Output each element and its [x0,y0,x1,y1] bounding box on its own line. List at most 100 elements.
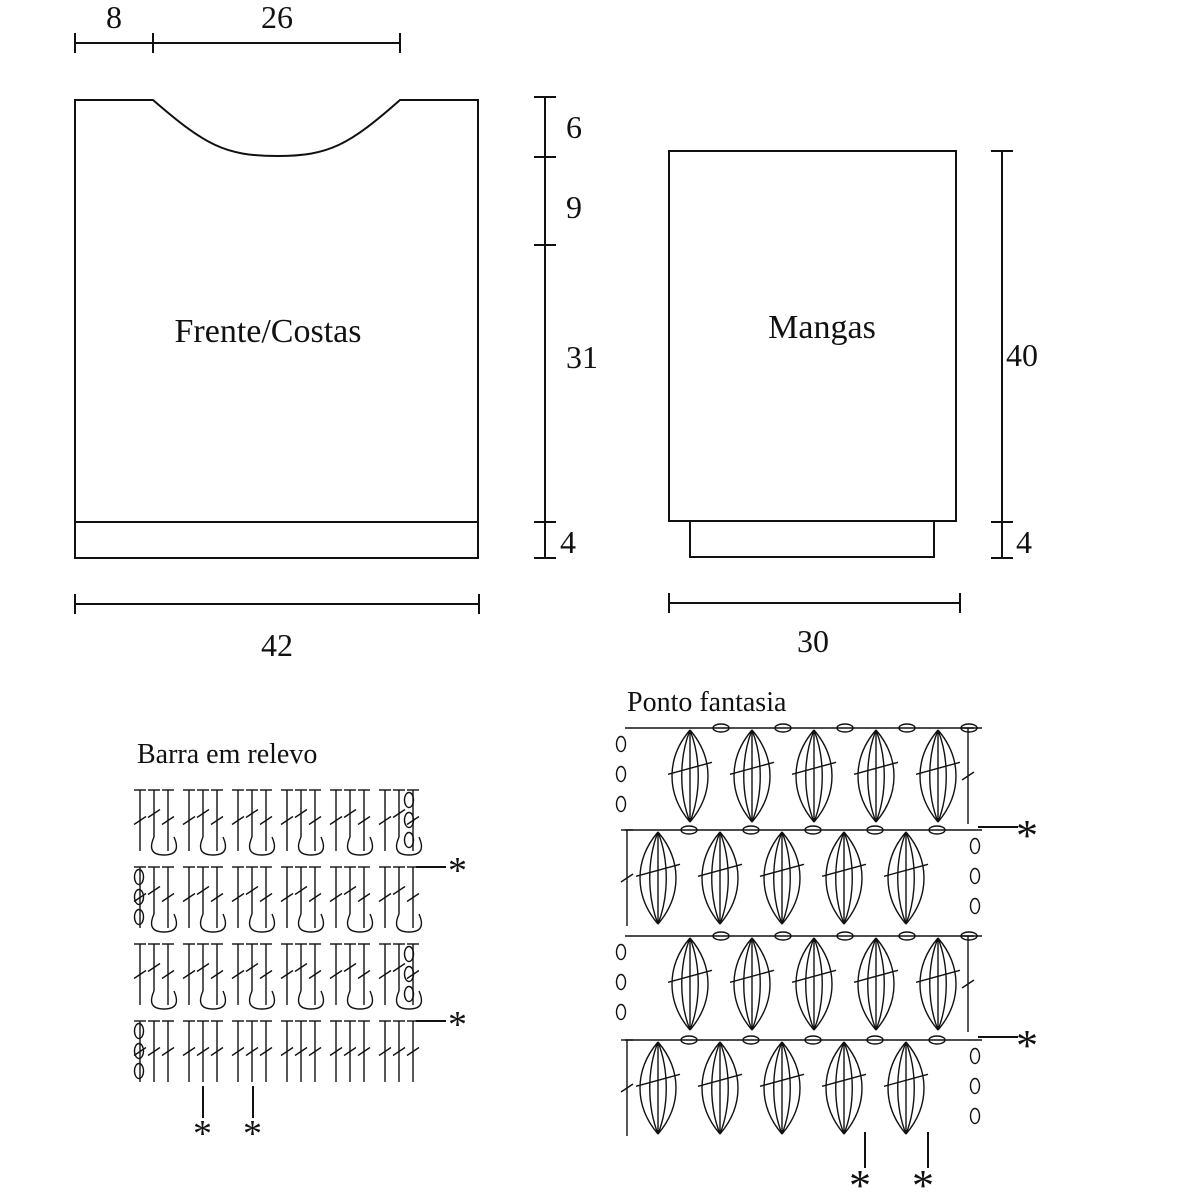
rib-dc-symbol [259,943,273,1005]
dc-slash [378,892,392,903]
edge-dc-symbol [620,1039,634,1136]
fancy-chart-row [615,931,982,1032]
rib-chart-row [133,943,423,1010]
shell-strand [701,831,721,925]
shell-strand [835,831,845,925]
dc-slash [147,885,161,896]
rib-dc-symbol [294,789,308,837]
shell-strand [937,729,957,823]
dc-slash [161,815,175,826]
dim-cuff: 4 [1016,524,1032,560]
shell-strand [773,831,783,925]
shell-slash [697,1073,743,1087]
rib-dc-symbol [294,943,308,991]
dc-slash [294,808,308,819]
body-piece-schematic: 8 26 Frente/Costas 6 9 31 4 42 [74,0,598,663]
cluster-shell-symbol [791,729,837,823]
rib-repeat-markers: * * * * [193,850,467,1155]
sleeve-piece-label: Mangas [768,309,876,346]
cluster-shell-symbol [791,937,837,1031]
dc-slash [210,815,224,826]
turning-chain-symbol [133,888,145,906]
shell-strand [919,729,939,823]
dc-slash [357,815,371,826]
cluster-shell-symbol [853,729,899,823]
dc-slash [182,1046,196,1057]
top-dimension-line [74,33,401,53]
turning-chain-symbol [615,795,627,813]
rib-dc-symbol [294,866,308,914]
shell-strand [905,1041,925,1135]
shell-strand [875,729,885,823]
turning-chain-symbol [133,1022,145,1040]
shell-strand [805,937,815,1031]
shell-strand [781,831,801,925]
cluster-shell-symbol [759,1041,805,1135]
dc-slash [308,892,322,903]
turning-chain-symbol [403,831,415,849]
rib-dc-symbol [182,1020,196,1082]
rib-dc-symbol [378,866,392,928]
chain-stitch-symbol [680,1035,698,1045]
shell-strand [919,937,939,1031]
shell-slash [915,969,961,983]
cluster-shell-symbol [883,1041,929,1135]
rib-dc-symbol [280,1020,294,1082]
rib-dc-symbol [133,943,147,1005]
turning-chain-symbol [133,1062,145,1080]
rib-dc-symbol [280,789,294,851]
shell-strand [751,729,771,823]
dc-slash [343,808,357,819]
fancy-marker-row-2: * [1016,1021,1038,1070]
dc-slash [161,892,175,903]
relief-post-curve [248,913,276,933]
rib-dc-symbol [259,789,273,851]
relief-post-curve [248,990,276,1010]
dim-rib: 4 [560,524,576,560]
fancy-chart-title: Ponto fantasia [627,687,787,718]
shell-strand [681,937,691,1031]
dc-slash [182,815,196,826]
rib-chart-row [133,789,423,856]
shell-strand [719,1041,739,1135]
shell-strand [825,831,845,925]
cluster-shell-symbol [635,1041,681,1135]
dc-slash [294,885,308,896]
rib-dc-symbol [147,1020,161,1082]
rib-dc-symbol [259,1020,273,1082]
chain-stitch-symbol [680,825,698,835]
shell-strand [843,1041,863,1135]
rib-dc-symbol [357,1020,371,1082]
rib-dc-symbol [147,866,161,914]
rib-marker-col-1: * [193,1113,212,1155]
shell-strand [897,831,907,925]
shell-slash [883,863,929,877]
turning-chain-symbol [615,973,627,991]
shell-slash [729,761,775,775]
dc-slash [231,815,245,826]
dc-slash [620,873,634,883]
turning-chain-symbol [403,791,415,809]
cluster-shell-symbol [853,937,899,1031]
rib-dc-symbol [196,789,210,837]
turning-chain-symbol [615,943,627,961]
rib-dc-symbol [133,1020,147,1082]
shell-slash [853,761,899,775]
dc-slash [133,969,147,980]
turning-chain-symbol [403,985,415,1003]
shell-strand [649,1041,659,1135]
rib-dc-symbol [196,866,210,914]
shell-strand [905,1041,915,1135]
edge-dc-symbol [620,829,634,926]
rib-dc-symbol [210,943,224,1005]
dim-body: 31 [566,339,598,375]
chain-stitch-symbol [960,931,978,941]
rib-dc-symbol [210,789,224,851]
shell-strand [657,831,667,925]
rib-dc-symbol [343,943,357,991]
fancy-chart-row [615,723,982,824]
fancy-stitch-symbols [615,723,982,1136]
dc-slash [294,962,308,973]
shell-strand [813,729,833,823]
rib-marker-row-1: * [448,850,467,892]
